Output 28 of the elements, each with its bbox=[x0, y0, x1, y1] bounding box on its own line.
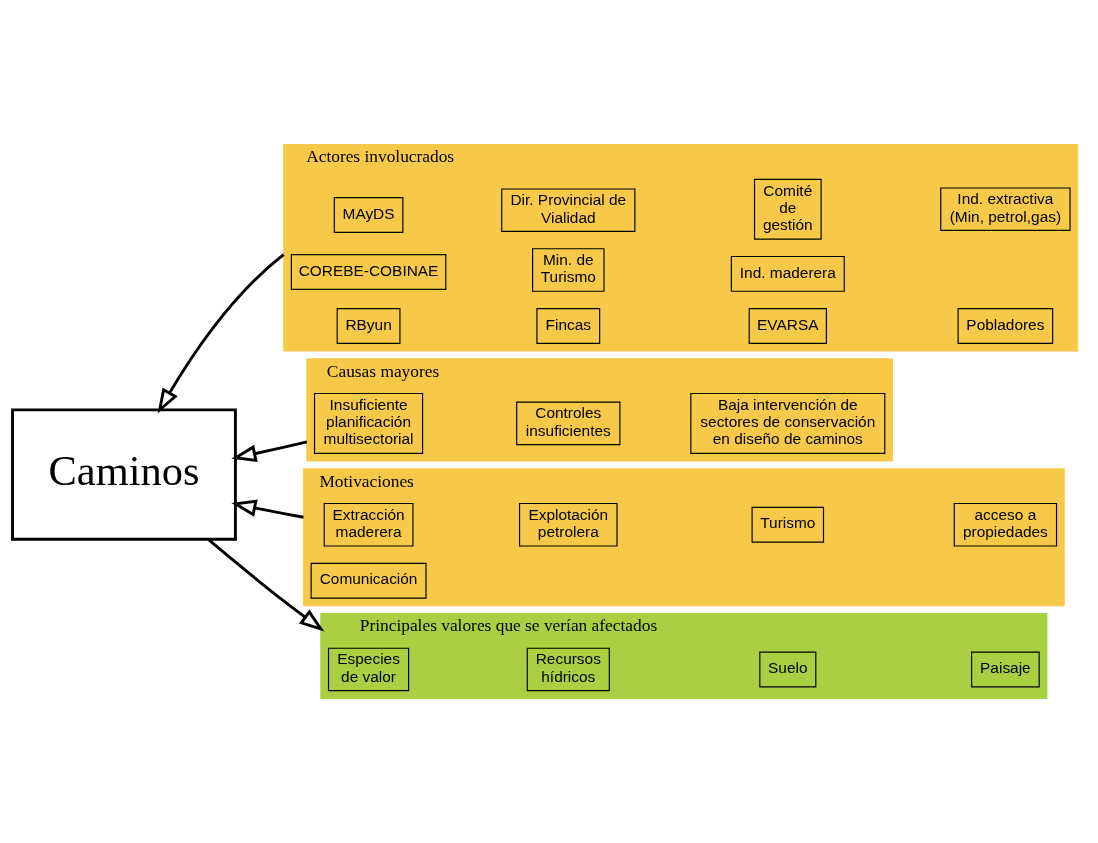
node-box: Paisaje bbox=[971, 651, 1040, 688]
arrow bbox=[157, 253, 285, 414]
node-box: MAyDS bbox=[333, 197, 404, 233]
node-box: Extracción maderera bbox=[323, 502, 414, 547]
node-box: Dir. Provincial de Vialidad bbox=[501, 188, 636, 232]
node-box: Min. de Turismo bbox=[532, 248, 605, 292]
arrow bbox=[207, 538, 325, 632]
node-box: Comité de gestión bbox=[753, 178, 822, 240]
node-box: Turismo bbox=[751, 506, 825, 543]
node-box: Insuficiente planificación multisectorial bbox=[313, 392, 424, 454]
node-box: Controles insuficientes bbox=[516, 401, 621, 446]
node-box: Baja intervención de sectores de conservación en diseño de caminos bbox=[690, 392, 886, 454]
node-box: RByun bbox=[336, 308, 401, 344]
node-box: Recursos hídricos bbox=[526, 647, 610, 692]
node-box: Comunicación bbox=[310, 562, 427, 599]
node-box: Explotación petrolera bbox=[519, 502, 618, 547]
arrow bbox=[231, 499, 304, 519]
node-box: Fincas bbox=[536, 308, 601, 344]
node-box: Pobladores bbox=[957, 308, 1054, 344]
arrow bbox=[231, 440, 308, 463]
node-box: Especies de valor bbox=[327, 647, 410, 692]
node-box: Ind. extractiva (Min, petrol,gas) bbox=[940, 187, 1071, 232]
node-box: Ind. maderera bbox=[730, 255, 845, 292]
node-box: acceso a propiedades bbox=[953, 502, 1058, 547]
node-box: COREBE-COBINAE bbox=[290, 254, 447, 290]
node-box: EVARSA bbox=[748, 308, 827, 344]
node-box: Caminos bbox=[11, 408, 237, 541]
node-box: Suelo bbox=[759, 651, 817, 688]
